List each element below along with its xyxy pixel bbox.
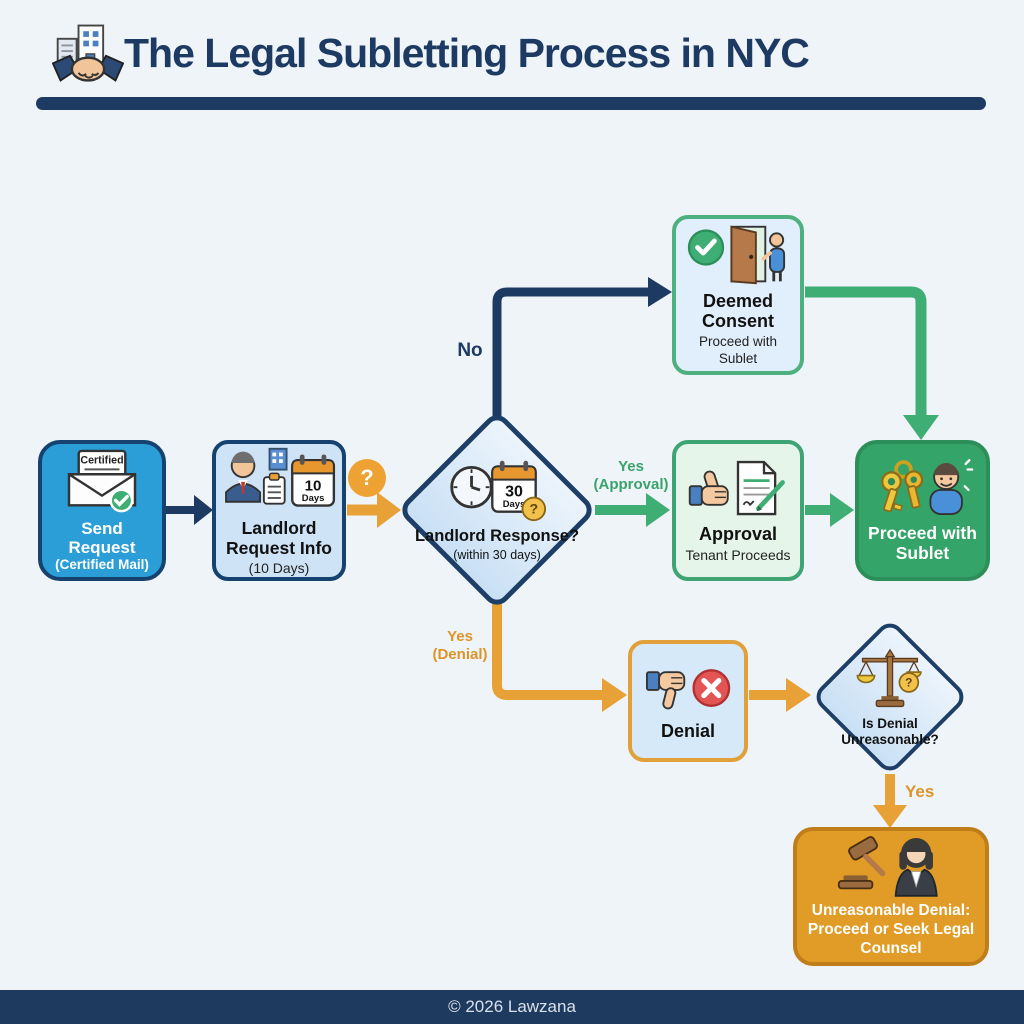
edge-label-yes-final: Yes — [905, 782, 935, 801]
header: The Legal Subletting Process in NYC — [0, 0, 1024, 112]
node-deemed-consent: Deemed Consent Proceed with Sublet — [672, 215, 804, 375]
certified-stamp-text: Certified — [80, 455, 123, 467]
edge-label-yes-denial-line1: Yes — [447, 628, 473, 645]
node-landlord-response-subtitle: (within 30 days) — [453, 547, 541, 562]
node-proceed-with-sublet: Proceed with Sublet — [855, 440, 990, 581]
node-denial-title: Denial — [660, 720, 716, 741]
node-approval-title: Approval — [698, 524, 777, 545]
clock-calendar-icon: 30 Days ? — [447, 458, 547, 527]
gavel-lawyer-icon — [836, 834, 946, 898]
node-landlord-request-info-subtitle: (10 Days) — [248, 559, 310, 576]
node-unreasonable-denial-title: Unreasonable Denial: Proceed or Seek Leg… — [807, 902, 975, 957]
edge-label-no: No — [457, 340, 483, 361]
header-divider — [36, 97, 986, 110]
calendar-30-unit: Days — [503, 498, 526, 509]
calendar-30-value: 30 — [505, 483, 523, 501]
node-send-request-title: Send Request — [68, 518, 136, 557]
node-denial: Denial — [628, 640, 748, 762]
node-is-denial-unreasonable: ? Is Denial Unreasonable? — [810, 617, 970, 777]
arrow-approval-to-proceed — [805, 493, 854, 527]
page-title: The Legal Subletting Process in NYC — [124, 30, 810, 76]
arrow-deemed-to-proceed — [805, 286, 939, 440]
node-deemed-consent-title: Deemed Consent — [702, 291, 774, 332]
landlord-calendar-icon: 10 Days — [220, 445, 338, 515]
arrow-landlord-to-response — [347, 492, 401, 528]
node-deemed-consent-subtitle: Proceed with Sublet — [698, 334, 778, 366]
edge-label-yes-denial-line2: (Denial) — [432, 646, 488, 663]
handshake-buildings-icon — [51, 16, 125, 95]
check-door-icon — [686, 223, 790, 287]
node-approval: Approval Tenant Proceeds — [672, 440, 804, 581]
calendar-10-value: 10 — [305, 478, 322, 495]
node-proceed-with-sublet-title: Proceed with Sublet — [868, 522, 977, 563]
keys-person-icon — [872, 458, 974, 520]
node-is-denial-unreasonable-title: Is Denial Unreasonable? — [841, 715, 939, 747]
edge-label-yes-approval-line1: Yes — [618, 458, 644, 475]
node-send-request-subtitle: (Certified Mail) — [55, 557, 149, 573]
arrow-yes-final — [873, 774, 907, 828]
arrow-denial-to-unreasonable — [749, 678, 811, 712]
thumbs-up-document-icon — [686, 458, 790, 520]
node-landlord-request-info: 10 Days Landlord Request Info (10 Days) — [212, 440, 346, 581]
node-send-request: Certified Send Request (Certified Mail) — [38, 440, 166, 581]
node-landlord-response: 30 Days ? Landlord Response? (within 30 … — [396, 409, 598, 611]
node-unreasonable-denial: Unreasonable Denial: Proceed or Seek Leg… — [793, 827, 989, 966]
scales-icon: ? — [854, 647, 926, 716]
edge-label-yes-approval: Yes (Approval) — [585, 458, 677, 494]
arrow-yes-approval — [595, 493, 670, 527]
arrow-no-to-deemed-consent — [492, 277, 672, 416]
question-badge-scales: ? — [905, 676, 912, 690]
question-badge-icon: ? — [348, 459, 386, 497]
node-approval-subtitle: Tenant Proceeds — [685, 546, 791, 563]
thumbs-down-x-icon — [641, 661, 735, 717]
node-landlord-request-info-title: Landlord Request Info — [226, 518, 332, 558]
edge-label-yes-denial: Yes (Denial) — [415, 628, 505, 664]
question-badge-30: ? — [529, 501, 538, 517]
calendar-10-unit: Days — [302, 493, 325, 504]
certified-mail-icon: Certified — [61, 449, 143, 515]
arrow-send-to-landlord — [166, 495, 213, 525]
copyright-text: © 2026 Lawzana — [448, 997, 576, 1016]
footer: © 2026 Lawzana — [0, 990, 1024, 1024]
node-landlord-response-title: Landlord Response? — [414, 527, 580, 546]
edge-label-yes-approval-line2: (Approval) — [593, 476, 669, 493]
arrow-yes-denial — [492, 604, 627, 712]
